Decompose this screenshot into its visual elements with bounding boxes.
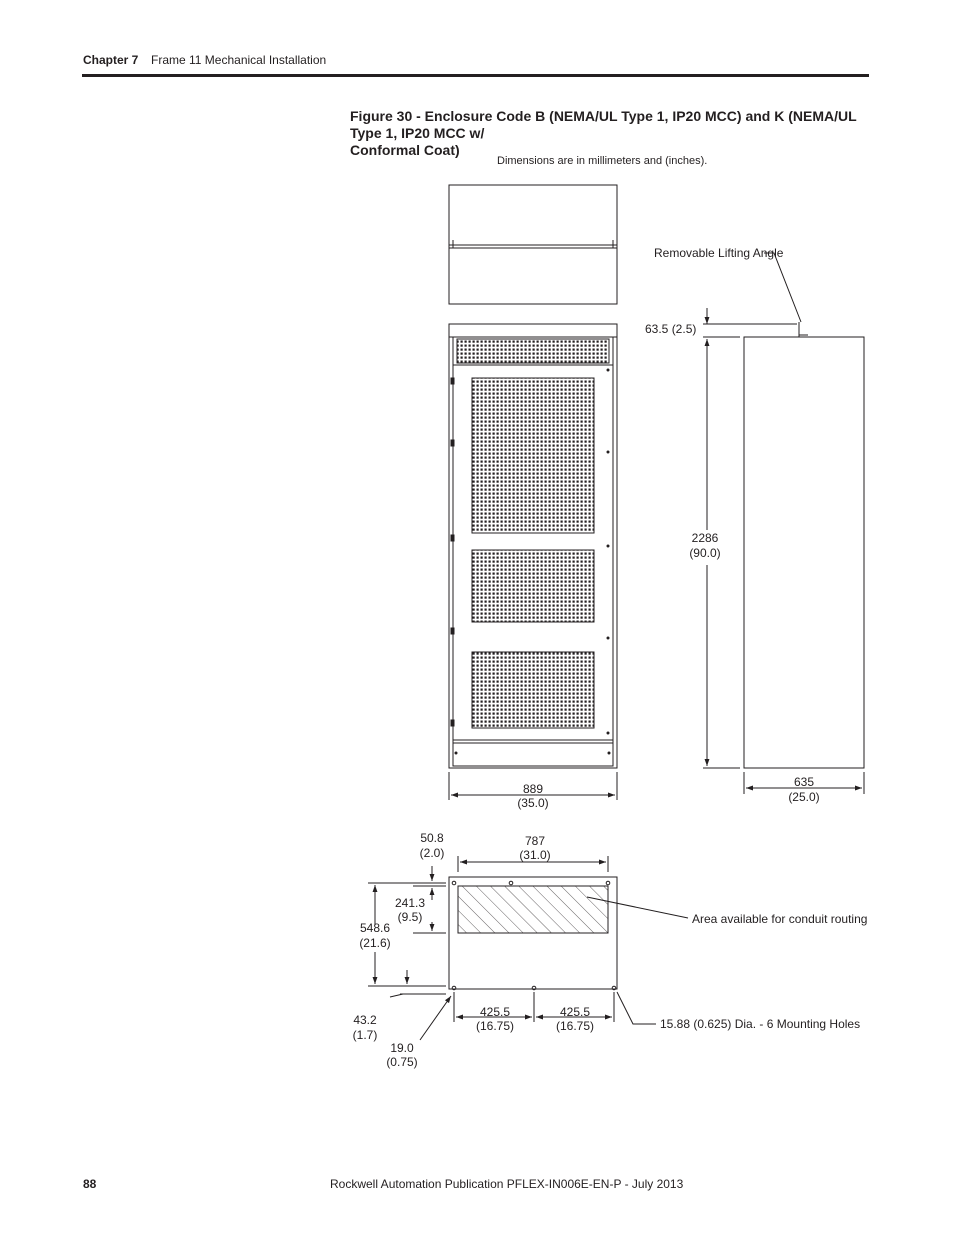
height-in: (90.0) [689, 546, 720, 560]
conduit-area-label: Area available for conduit routing [692, 912, 867, 926]
conduit-leader [586, 896, 689, 919]
lifting-angle-leader [764, 252, 802, 323]
front-offset-in: (2.0) [420, 846, 445, 860]
width-in: (35.0) [517, 796, 548, 810]
rear-offset-mm: 43.2 [353, 1013, 377, 1027]
page-number: 88 [83, 1177, 97, 1191]
side-offset-mm: 19.0 [390, 1041, 414, 1055]
chapter-label: Chapter 7 [83, 53, 139, 67]
side-offset-in: (0.75) [386, 1055, 417, 1069]
front-view [448, 323, 618, 769]
figure-caption: Figure 30 - Enclosure Code B (NEMA/UL Ty… [350, 108, 870, 159]
hole-depth-in: (21.6) [359, 936, 390, 950]
hole-pitch2-in: (16.75) [556, 1019, 594, 1033]
bottom-view [448, 876, 618, 991]
conduit-depth-in: (9.5) [398, 910, 423, 924]
mounting-hole-leader [616, 991, 656, 1025]
hole-span-in: (31.0) [519, 848, 550, 862]
rear-offset-in: (1.7) [353, 1028, 378, 1042]
conduit-depth-mm: 241.3 [395, 896, 425, 910]
width-mm: 889 [523, 782, 543, 796]
lift-height-dim: 63.5 (2.5) [645, 322, 696, 336]
chapter-title: Frame 11 Mechanical Installation [151, 53, 327, 67]
figure-caption-line1: Figure 30 - Enclosure Code B (NEMA/UL Ty… [350, 108, 857, 141]
hole-span-mm: 787 [525, 834, 545, 848]
figure-caption-line2: Conformal Coat) [350, 142, 460, 158]
lifting-angle-label: Removable Lifting Angle [654, 246, 784, 260]
height-mm: 2286 [692, 531, 719, 545]
top-view [448, 184, 618, 305]
front-offset-mm: 50.8 [420, 831, 444, 845]
figure-note: Dimensions are in millimeters and (inche… [497, 155, 708, 167]
hole-pitch1-mm: 425.5 [480, 1005, 510, 1019]
header-rule [82, 74, 869, 77]
depth-in: (25.0) [788, 790, 819, 804]
hole-pitch1-in: (16.75) [476, 1019, 514, 1033]
side-view [743, 322, 865, 769]
hole-depth-mm: 548.6 [360, 921, 390, 935]
hole-pitch2-mm: 425.5 [560, 1005, 590, 1019]
publication-info: Rockwell Automation Publication PFLEX-IN… [330, 1177, 684, 1191]
mounting-holes-label: 15.88 (0.625) Dia. - 6 Mounting Holes [660, 1017, 860, 1031]
depth-mm: 635 [794, 775, 814, 789]
